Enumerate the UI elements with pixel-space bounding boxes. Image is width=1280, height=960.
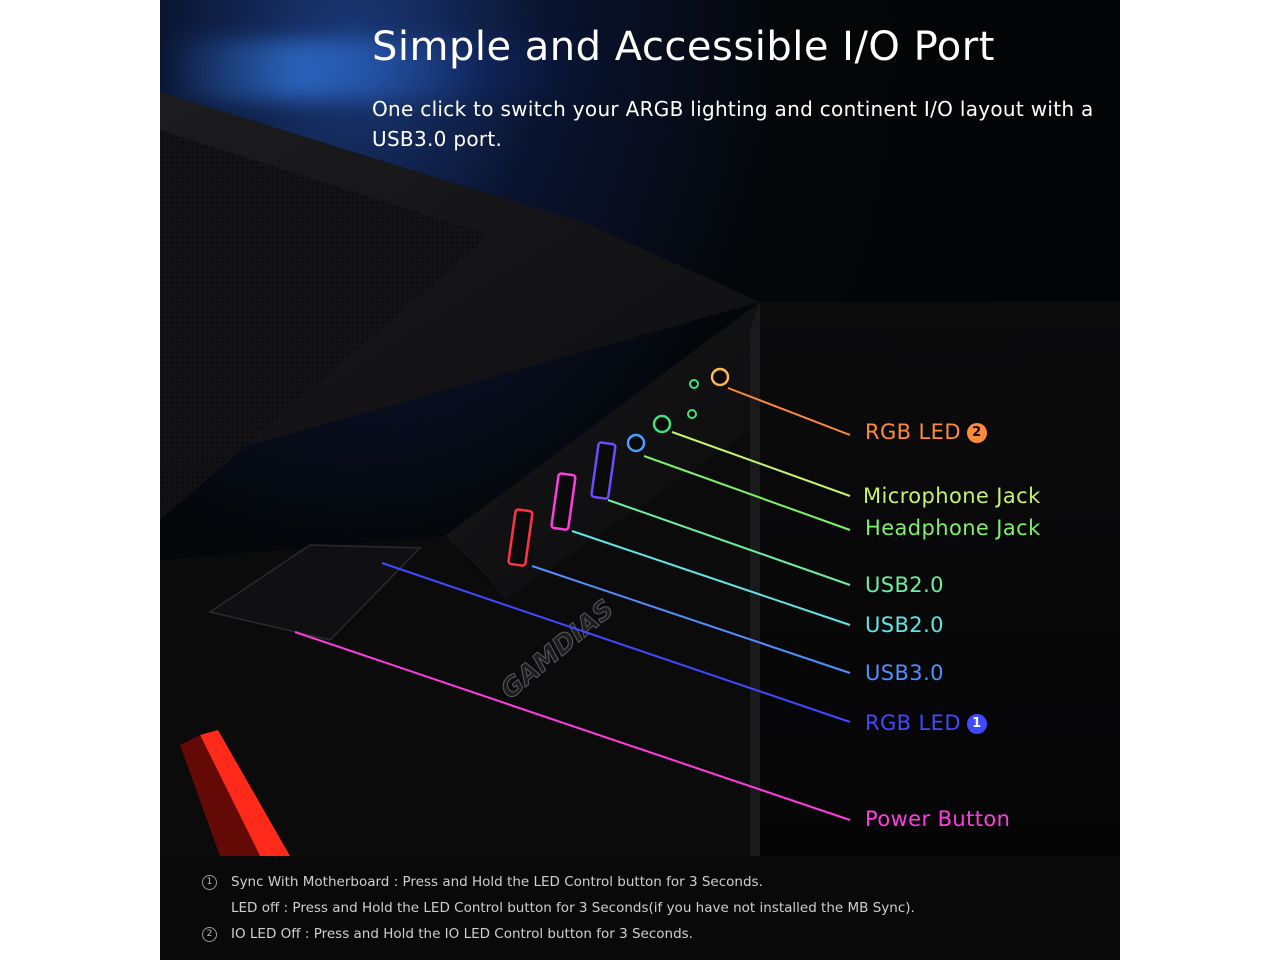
red-led-strip: [200, 730, 290, 856]
leader-usb3: [531, 565, 851, 674]
number-2-badge-icon: 2: [966, 423, 987, 443]
led-button-shape-2: [689, 379, 699, 389]
callout-headphone-jack: Headphone Jack: [865, 516, 1041, 540]
case-front-lower: [160, 430, 750, 856]
callout-usb2-a: USB2.0: [865, 573, 944, 597]
page-title: Simple and Accessible I/O Port: [372, 24, 995, 70]
footnote-1: 1 Sync With Motherboard : Press and Hold …: [202, 874, 763, 890]
callout-label: USB3.0: [865, 661, 944, 685]
leader-microphone-jack: [671, 431, 851, 497]
callout-usb2-b: USB2.0: [865, 613, 944, 637]
headphone-jack-shape: [626, 433, 646, 453]
number-1-badge-icon: 1: [966, 714, 987, 734]
case-side-panel: [750, 302, 1120, 856]
leader-usb2-b: [571, 530, 851, 626]
footnotes-panel: 1 Sync With Motherboard : Press and Hold …: [160, 856, 1120, 960]
footnote-1-continued: LED off : Press and Hold the LED Control…: [231, 900, 915, 916]
callout-label: RGB LED: [865, 420, 961, 444]
page-subtitle: One click to switch your ARGB lighting a…: [372, 97, 1094, 151]
callout-label: USB2.0: [865, 613, 944, 637]
leader-rgb-led-1: [381, 562, 851, 723]
pc-case-illustration: GAMDIAS: [160, 92, 1120, 856]
blue-light-streak: [160, 40, 620, 100]
top-mesh-grille: [160, 130, 490, 520]
leader-power-button: [294, 631, 851, 821]
led-button-shape-1: [687, 409, 697, 419]
number-2-icon: 2: [202, 926, 217, 942]
leader-rgb-led-2: [727, 387, 851, 436]
usb2-port-shape-2: [590, 441, 617, 500]
red-led-glow: [180, 735, 260, 856]
io-led-button-shape: [710, 367, 730, 387]
callout-microphone-jack: Microphone Jack: [863, 484, 1041, 508]
footnote-2: 2 IO LED Off : Press and Hold the IO LED …: [202, 926, 693, 942]
callout-usb3: USB3.0: [865, 661, 944, 685]
callout-label: Microphone Jack: [863, 484, 1041, 508]
leader-usb2-a: [607, 499, 851, 586]
callout-label: RGB LED: [865, 711, 961, 735]
microphone-jack-shape: [652, 414, 672, 434]
callout-label: Headphone Jack: [865, 516, 1041, 540]
footnote-text: IO LED Off : Press and Hold the IO LED C…: [231, 926, 693, 942]
footnote-text: LED off : Press and Hold the LED Control…: [231, 900, 915, 916]
glass-reflection: [750, 302, 760, 856]
usb3-port-shape: [507, 508, 534, 567]
product-image: GAMDIAS Simple and Accessible I/O Port O…: [160, 0, 1120, 960]
power-button-cap: [208, 544, 422, 641]
leader-headphone-jack: [643, 455, 851, 531]
usb2-port-shape-1: [550, 472, 577, 531]
footnote-text: Sync With Motherboard : Press and Hold t…: [231, 874, 763, 890]
callout-label: Power Button: [865, 807, 1011, 831]
callout-power-button: Power Button: [865, 807, 1010, 831]
number-1-icon: 1: [202, 874, 217, 890]
callout-label: USB2.0: [865, 573, 944, 597]
